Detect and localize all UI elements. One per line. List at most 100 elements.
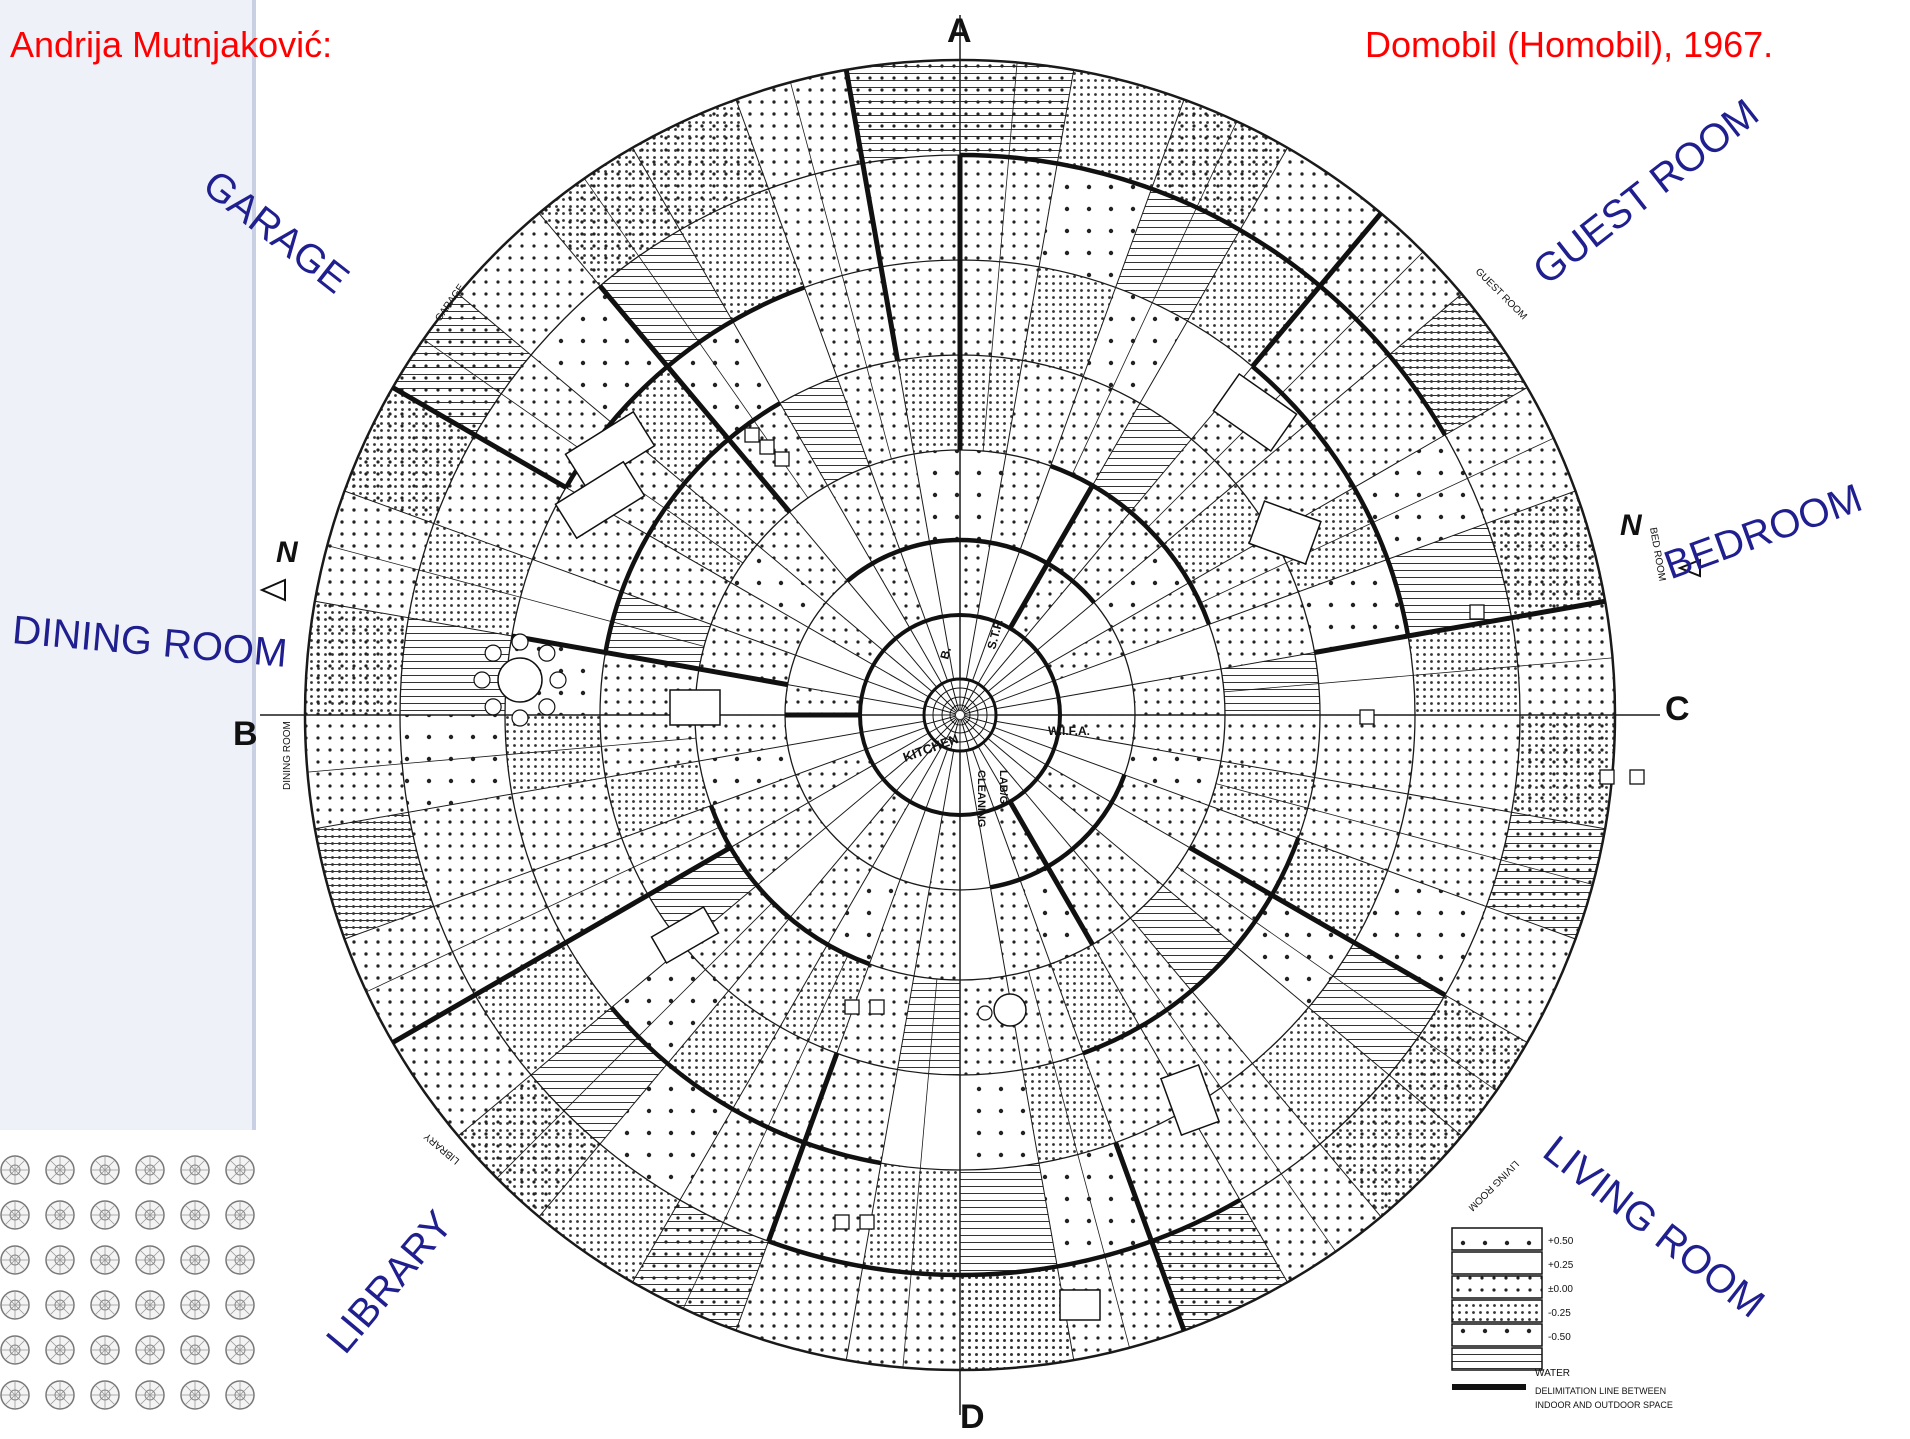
thumbnail-spoke [59, 1249, 71, 1261]
fill-sector [1050, 376, 1140, 486]
fill-sector [1010, 563, 1073, 639]
thumbnail-spoke [94, 1204, 106, 1216]
fill-sector [728, 918, 828, 1027]
thumbnail-spoke [49, 1294, 61, 1306]
core-label-3: S.T.P. [984, 618, 1005, 651]
wall-arc [1049, 463, 1212, 626]
fill-sector [994, 550, 1048, 629]
plan-label-living-room: LIVING ROOM [1466, 1158, 1521, 1213]
sub-radial-line [327, 545, 705, 647]
axis-c-label: C [1665, 690, 1690, 728]
fill-sector [1387, 794, 1512, 907]
radial-line [987, 293, 1463, 693]
thumbnail-spoke [49, 1159, 61, 1171]
fill-outer-sector [1511, 715, 1615, 829]
thumbnail-spoke [59, 1214, 71, 1226]
furniture-rect [554, 460, 646, 540]
fill-sector [1047, 849, 1131, 945]
thumbnail-spoke [4, 1259, 16, 1271]
thumbnail-spoke [184, 1259, 196, 1271]
fill-sector [730, 802, 826, 886]
fill-sector [1220, 652, 1320, 715]
thumbnail-spoke [239, 1249, 251, 1261]
furniture-chair [774, 451, 790, 467]
fill-sector [605, 591, 711, 669]
thumbnail-spoke [139, 1394, 151, 1406]
scanned-page-edge [252, 0, 256, 1130]
fill-sector [1220, 715, 1320, 778]
fill-sector [1111, 774, 1210, 848]
thumbnail-spoke [239, 1169, 251, 1181]
thumbnail-spoke [194, 1169, 206, 1181]
radial-line [982, 742, 1382, 1218]
fill-sector [511, 559, 622, 653]
fill-sector [1046, 749, 1125, 803]
hub-spoke [941, 718, 959, 747]
hub-spoke [963, 716, 992, 734]
plan-walls [391, 69, 1606, 1332]
fill-outer-sector [344, 906, 476, 1043]
fill-sector [897, 975, 960, 1076]
thumbnail-spoke [4, 1339, 16, 1351]
fill-sector [1314, 715, 1415, 795]
fill-sector [1092, 918, 1192, 1027]
hub-spoke [950, 680, 960, 712]
thumbnail-spoke [139, 1169, 151, 1181]
thumbnail-spoke [59, 1304, 71, 1316]
fill-sector [768, 1142, 881, 1267]
fill-sector [695, 715, 788, 762]
thumbnail-spoke [104, 1259, 116, 1271]
wall-radial [391, 385, 568, 490]
wall-radial [1314, 598, 1606, 655]
thumbnail-core [99, 1389, 111, 1401]
wall-radial [1007, 800, 1095, 946]
fill-sector [1252, 1007, 1389, 1144]
thumbnail-spoke [184, 1169, 196, 1181]
fill-sector [732, 1026, 837, 1143]
thumbnail-spoke [94, 1304, 106, 1316]
thumbnail-spoke [94, 1159, 106, 1171]
thumbnail-spoke [239, 1214, 251, 1226]
fill-sector [600, 715, 700, 778]
thumbnail-core [54, 1344, 66, 1356]
furniture-chair [1599, 769, 1615, 785]
thumbnail-core [9, 1209, 21, 1221]
thumbnail-core [144, 1299, 156, 1311]
sub-radial-line [902, 978, 938, 1368]
fill-sector [1140, 990, 1253, 1110]
wall-arc [989, 774, 1127, 890]
fill-sector [787, 732, 867, 775]
thumbnail-spoke [149, 1384, 161, 1396]
core-hub [922, 677, 998, 753]
fill-sector [825, 580, 896, 651]
thumbnail-core [189, 1164, 201, 1176]
wall-arc [603, 401, 782, 653]
thumbnail-spoke [14, 1159, 26, 1171]
thumbnail-spoke [139, 1339, 151, 1351]
thumbnail-spoke [194, 1339, 206, 1351]
thumbnail-spoke [49, 1384, 61, 1396]
hub-spoke [925, 705, 957, 715]
thumbnail-core [54, 1164, 66, 1176]
legend-swatch-water [1451, 1347, 1543, 1371]
thumbnail-spoke [104, 1294, 116, 1306]
furniture-round-chair [484, 644, 502, 662]
thumbnail-spoke [49, 1169, 61, 1181]
fill-sector [621, 535, 731, 625]
fill-outer-sector [1057, 1241, 1185, 1361]
thumbnail-core [234, 1299, 246, 1311]
thumbnail-spoke [139, 1384, 151, 1396]
thumbnail-spoke [94, 1169, 106, 1181]
thumbnail-spoke [104, 1349, 116, 1361]
thumbnail-spoke [184, 1384, 196, 1396]
fill-sector [1083, 287, 1188, 404]
thumbnail-core [99, 1164, 111, 1176]
fill-sector [847, 791, 910, 867]
thumbnail-spoke [239, 1394, 251, 1406]
fill-sector [699, 745, 796, 806]
thumbnail-spoke [184, 1304, 196, 1316]
fill-outer-sector [1319, 1074, 1462, 1217]
thumbnail-core [9, 1344, 21, 1356]
radial-line [995, 720, 1606, 830]
radial-line [538, 742, 938, 1218]
